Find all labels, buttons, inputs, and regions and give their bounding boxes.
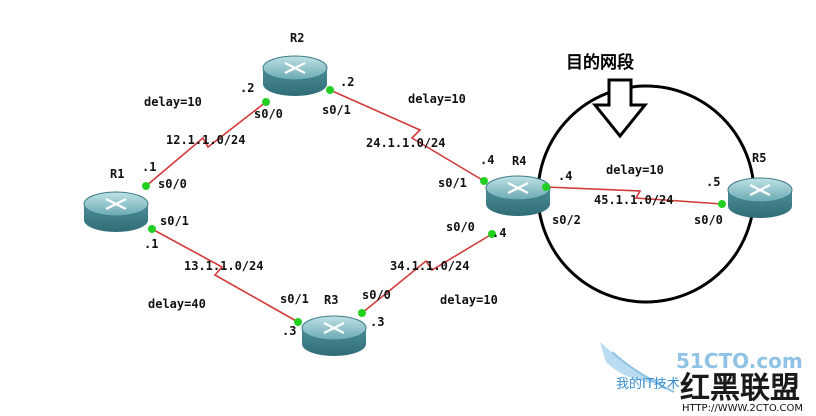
link-r1-r3 xyxy=(151,228,299,323)
interface-ip-label: .1 xyxy=(144,237,158,251)
interface-ip-label: .5 xyxy=(706,175,720,189)
interface-dot xyxy=(542,183,550,191)
watermark-cn: 红黑联盟 xyxy=(680,371,800,406)
link-delay-label: delay=40 xyxy=(148,297,206,311)
interface-dot xyxy=(358,309,366,317)
link-network-label: 12.1.1.0/24 xyxy=(166,133,245,147)
interface-port-label: s0/0 xyxy=(158,177,187,191)
link-delay-label: delay=10 xyxy=(144,95,202,109)
interface-port-label: s0/1 xyxy=(160,214,189,228)
interface-ip-label: .4 xyxy=(558,169,572,183)
link-r4-r5 xyxy=(545,186,723,205)
interface-dot xyxy=(718,200,726,208)
router-label: R2 xyxy=(290,31,304,45)
interface-dot xyxy=(488,230,496,238)
router-arrows-icon xyxy=(749,184,771,196)
watermark-logo: 51CTO.com 红黑联盟 我的IT技术 HTTP://WWW.2CTO.CO… xyxy=(600,342,803,414)
interface-ip-label: .2 xyxy=(340,75,354,89)
interface-dot xyxy=(262,98,270,106)
router-arrows-icon xyxy=(105,198,127,210)
interface-ip-label: .4 xyxy=(480,153,494,167)
interface-ip-label: .3 xyxy=(282,324,296,338)
interface-ip-label: .4 xyxy=(492,226,506,240)
interface-port-label: s0/1 xyxy=(322,103,351,117)
router-r3[interactable] xyxy=(301,315,367,356)
interface-dot xyxy=(148,225,156,233)
link-delay-label: delay=10 xyxy=(408,92,466,106)
interface-port-label: s0/0 xyxy=(694,213,723,227)
interface-ip-label: .2 xyxy=(240,81,254,95)
interface-dot xyxy=(480,177,488,185)
router-r5[interactable] xyxy=(727,177,793,218)
interface-dot xyxy=(142,182,150,190)
link-network-label: 34.1.1.0/24 xyxy=(390,259,469,273)
router-label: R4 xyxy=(512,154,526,168)
interface-port-label: s0/1 xyxy=(438,176,467,190)
link-delay-label: delay=10 xyxy=(606,163,664,177)
interface-ip-label: .3 xyxy=(370,315,384,329)
watermark-url: HTTP://WWW.2CTO.COM xyxy=(682,403,803,414)
down-arrow-icon xyxy=(591,78,649,139)
interface-dot xyxy=(326,86,334,94)
wing-icon xyxy=(600,342,668,384)
router-r1[interactable] xyxy=(83,191,149,232)
link-r1-r2 xyxy=(145,101,267,187)
router-label: R5 xyxy=(752,151,766,165)
router-arrows-icon xyxy=(284,62,306,74)
router-arrows-icon xyxy=(323,322,345,334)
interface-port-label: s0/1 xyxy=(280,292,309,306)
link-network-label: 13.1.1.0/24 xyxy=(184,259,263,273)
link-delay-label: delay=10 xyxy=(440,293,498,307)
interface-port-label: s0/0 xyxy=(446,220,475,234)
watermark-slogan: 我的IT技术 xyxy=(616,376,680,392)
router-r4[interactable] xyxy=(485,175,551,216)
destination-title: 目的网段 xyxy=(566,52,634,73)
link-network-label: 24.1.1.0/24 xyxy=(366,136,445,150)
interface-port-label: s0/2 xyxy=(552,213,581,227)
router-arrows-icon xyxy=(507,182,529,194)
link-r2-r4 xyxy=(329,89,485,182)
interface-port-label: s0/0 xyxy=(254,107,283,121)
interface-ip-label: .1 xyxy=(142,160,156,174)
interface-dot xyxy=(294,318,302,326)
router-r2[interactable] xyxy=(262,55,328,96)
router-label: R1 xyxy=(110,167,124,181)
interface-port-label: s0/0 xyxy=(362,288,391,302)
link-network-label: 45.1.1.0/24 xyxy=(594,193,673,207)
router-label: R3 xyxy=(324,293,338,307)
link-r3-r4 xyxy=(361,233,493,314)
watermark-brand: 51CTO.com xyxy=(676,349,803,373)
